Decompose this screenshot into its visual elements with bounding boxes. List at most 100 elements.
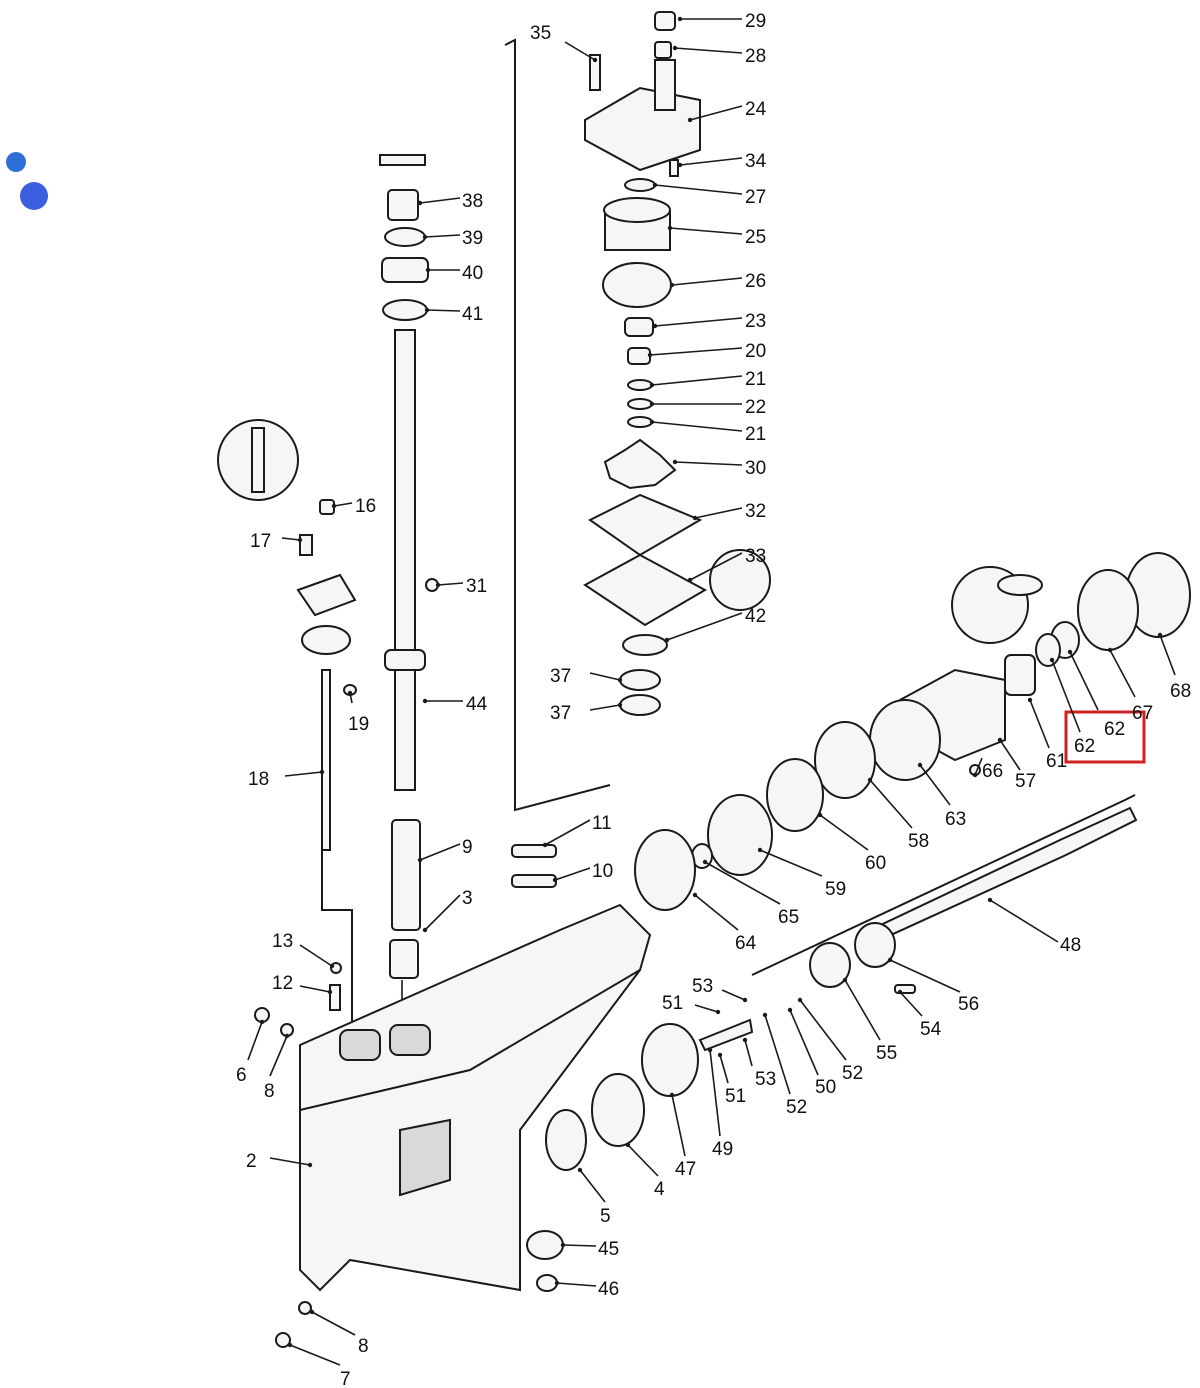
part-number-label: 63	[945, 809, 966, 830]
leader-line	[311, 1311, 356, 1336]
leader-arrowhead	[1067, 649, 1073, 655]
leader-arrowhead	[687, 577, 693, 583]
leader-line	[1051, 659, 1081, 733]
part-number-label: 38	[462, 191, 483, 212]
leader-line	[689, 105, 743, 121]
leader-line	[579, 1169, 606, 1203]
part-number-label: 29	[745, 11, 766, 32]
leader-line	[819, 814, 869, 851]
part-number-label: 23	[745, 311, 766, 332]
part-number-label: 19	[348, 714, 369, 735]
leader-line	[671, 277, 743, 286]
leader-arrowhead	[672, 45, 678, 51]
part-number-label: 54	[920, 1019, 942, 1040]
part-number-label: 34	[745, 151, 767, 172]
assembly-line-shift	[321, 840, 353, 1060]
part-number-label: 48	[1060, 935, 1081, 956]
leader-line	[764, 1014, 791, 1095]
leader-line	[424, 234, 461, 238]
leader-arrowhead	[669, 1092, 675, 1098]
leader-line	[721, 989, 746, 1001]
leader-arrowhead	[347, 690, 353, 696]
shift-rod-parts	[217, 419, 439, 851]
part-number-label: 9	[462, 837, 473, 858]
leader-line	[719, 1054, 729, 1084]
leader-arrowhead	[435, 582, 441, 588]
part-number-label: 40	[462, 263, 483, 284]
leader-arrowhead	[319, 769, 325, 775]
leader-line	[1029, 699, 1050, 749]
leader-arrowhead	[987, 897, 993, 903]
part-number-label: 55	[876, 1043, 897, 1064]
water-pump-parts	[583, 11, 708, 716]
leader-line	[333, 502, 353, 507]
leader-arrowhead	[1157, 632, 1163, 638]
part-number-label: 16	[355, 496, 376, 517]
leader-line	[679, 157, 743, 166]
part-number-label: 25	[745, 227, 766, 248]
leader-line	[789, 1009, 819, 1076]
part-number-label: 26	[745, 271, 766, 292]
part-number-label: 27	[745, 187, 766, 208]
leader-arrowhead	[1049, 657, 1055, 663]
leader-arrowhead	[817, 812, 823, 818]
leader-line	[694, 1004, 719, 1013]
leader-line	[284, 771, 323, 777]
leader-arrowhead	[742, 997, 748, 1003]
leader-arrowhead	[707, 1047, 713, 1053]
leader-arrowhead	[702, 859, 708, 865]
leader-line	[627, 1144, 659, 1177]
leader-line	[671, 1094, 686, 1157]
leader-line	[299, 944, 333, 967]
leader-line	[564, 41, 596, 61]
drive-shaft-parts	[379, 154, 429, 979]
part-number-label: 64	[735, 933, 757, 954]
leader-arrowhead	[687, 117, 693, 123]
leader-line	[589, 704, 621, 711]
leader-line	[437, 582, 464, 586]
part-number-label: 62	[1104, 719, 1125, 740]
leader-arrowhead	[647, 352, 653, 358]
part-number-label: 22	[745, 397, 766, 418]
leader-line	[289, 1344, 341, 1366]
leader-arrowhead	[422, 234, 428, 240]
leader-line	[247, 1021, 263, 1061]
part-number-label: 51	[725, 1086, 746, 1107]
leader-line	[269, 1157, 311, 1166]
part-number-label: 7	[340, 1369, 351, 1388]
part-number-label: 21	[745, 369, 766, 390]
part-number-label: 6	[236, 1065, 247, 1086]
part-number-label: 35	[530, 23, 551, 44]
leader-line	[419, 843, 461, 861]
leader-arrowhead	[692, 892, 698, 898]
leader-arrowhead	[617, 702, 623, 708]
leader-line	[1109, 649, 1136, 698]
part-number-label: 45	[598, 1239, 619, 1260]
part-number-label: 5	[600, 1206, 611, 1227]
leader-arrowhead	[625, 1142, 631, 1148]
leader-arrowhead	[997, 737, 1003, 743]
leader-arrowhead	[307, 1162, 313, 1168]
assembly-line-pump	[504, 38, 611, 812]
part-number-label: 10	[592, 861, 613, 882]
leader-arrowhead	[327, 989, 333, 995]
leader-arrowhead	[1027, 697, 1033, 703]
leader-arrowhead	[669, 282, 675, 288]
part-number-label: 68	[1170, 681, 1191, 702]
part-number-label: 31	[466, 576, 487, 597]
leader-arrowhead	[309, 1309, 315, 1315]
part-number-label: 47	[675, 1159, 696, 1180]
part-number-label: 53	[755, 1069, 776, 1090]
assembly-line-propshaft	[751, 794, 1136, 976]
leader-arrowhead	[787, 1007, 793, 1013]
leader-arrowhead	[797, 997, 803, 1003]
part-number-label: 3	[462, 888, 473, 909]
part-number-label: 59	[825, 879, 846, 900]
accent-dot-large	[20, 182, 48, 210]
part-number-label: 41	[462, 304, 483, 325]
leader-line	[799, 999, 847, 1061]
part-number-label: 61	[1046, 751, 1067, 772]
leader-line	[919, 764, 951, 806]
part-number-label: 56	[958, 994, 979, 1015]
leader-arrowhead	[897, 989, 903, 995]
